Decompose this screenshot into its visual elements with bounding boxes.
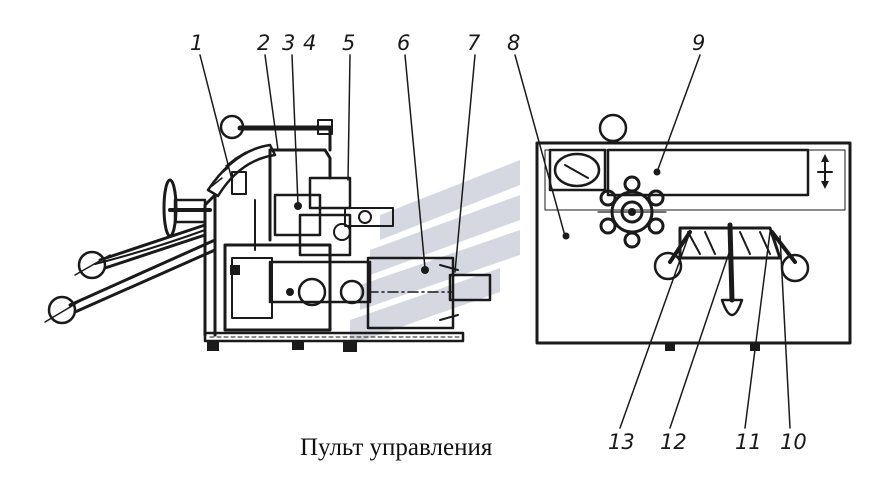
- callout-2: 2: [257, 31, 271, 55]
- callout-3: 3: [282, 31, 296, 55]
- foot: [292, 341, 304, 350]
- base-plate: [203, 331, 465, 343]
- callout-13: 13: [608, 430, 635, 454]
- left-assembly: [44, 114, 492, 352]
- long-lever-lower: [68, 238, 217, 307]
- diagram-caption: Пульт управления: [300, 434, 493, 461]
- lever-ball-lower: [47, 295, 77, 325]
- foot: [207, 341, 219, 351]
- long-lever-upper: [98, 223, 207, 262]
- callout-1: 1: [190, 31, 204, 55]
- callout-5: 5: [342, 31, 356, 55]
- lever-knob-13: [653, 251, 683, 281]
- callout-12: 12: [660, 430, 687, 454]
- lever-knob: [219, 114, 245, 140]
- leader-lines-left: [199, 54, 476, 273]
- callout-8: 8: [507, 31, 521, 55]
- callout-6: 6: [397, 31, 411, 55]
- panel-body: [535, 141, 852, 345]
- cylinder: [366, 256, 455, 330]
- pressure-gauge: [553, 152, 601, 188]
- arrows-symbol: [817, 154, 833, 189]
- callout-11: 11: [735, 430, 762, 454]
- leader-lines-right: [514, 54, 791, 429]
- star-handwheel: [597, 175, 667, 249]
- top-knob: [598, 113, 628, 143]
- callout-4: 4: [303, 31, 317, 55]
- valve-nut: [339, 279, 365, 305]
- label-plate: [606, 148, 810, 197]
- callout-7: 7: [467, 31, 481, 55]
- control-panel: [535, 113, 852, 351]
- callout-9: 9: [692, 31, 706, 55]
- watermark-logo: [350, 160, 520, 345]
- lever-ball-upper: [77, 250, 107, 280]
- quadrant: [206, 143, 277, 198]
- lever-knob-12: [720, 298, 744, 317]
- foot: [343, 341, 357, 352]
- valve-circle: [297, 277, 327, 307]
- callout-10: 10: [780, 430, 807, 454]
